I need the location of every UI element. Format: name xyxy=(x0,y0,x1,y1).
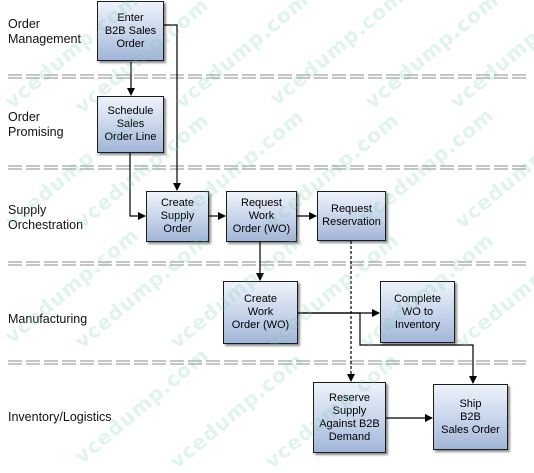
lane-label-order-promising: Order Promising xyxy=(8,110,64,139)
reserve-supply-against-demand-box[interactable]: Reserve Supply Against B2B Demand xyxy=(313,382,386,453)
lane-separators xyxy=(8,74,526,365)
lane-label-manufacturing: Manufacturing xyxy=(8,312,88,326)
edge-create-wo-to-ship xyxy=(298,312,477,384)
create-work-order-box[interactable]: Create Work Order (WO) xyxy=(223,281,298,344)
request-work-order-box[interactable]: Request Work Order (WO) xyxy=(226,191,297,242)
edge-schedule-to-create-supply xyxy=(129,153,146,220)
ship-b2b-sales-order-box[interactable]: Ship B2B Sales Order xyxy=(433,384,508,450)
lane-label-inventory-logistics: Inventory/Logistics xyxy=(8,410,112,424)
lane-label-order-management: Order Management xyxy=(8,17,81,46)
complete-wo-to-inventory-box[interactable]: Complete WO to Inventory xyxy=(380,281,455,343)
lane-label-supply-orchestration: Supply Orchestration xyxy=(8,203,84,232)
enter-b2b-sales-order-box[interactable]: Enter B2B Sales Order xyxy=(97,1,164,61)
edge-enter-to-create-supply xyxy=(164,24,181,191)
schedule-sales-order-line-box[interactable]: Schedule Sales Order Line xyxy=(97,96,164,153)
request-reservation-box[interactable]: Request Reservation xyxy=(317,191,386,241)
flow-connectors xyxy=(8,24,526,422)
create-supply-order-box[interactable]: Create Supply Order xyxy=(146,191,209,242)
